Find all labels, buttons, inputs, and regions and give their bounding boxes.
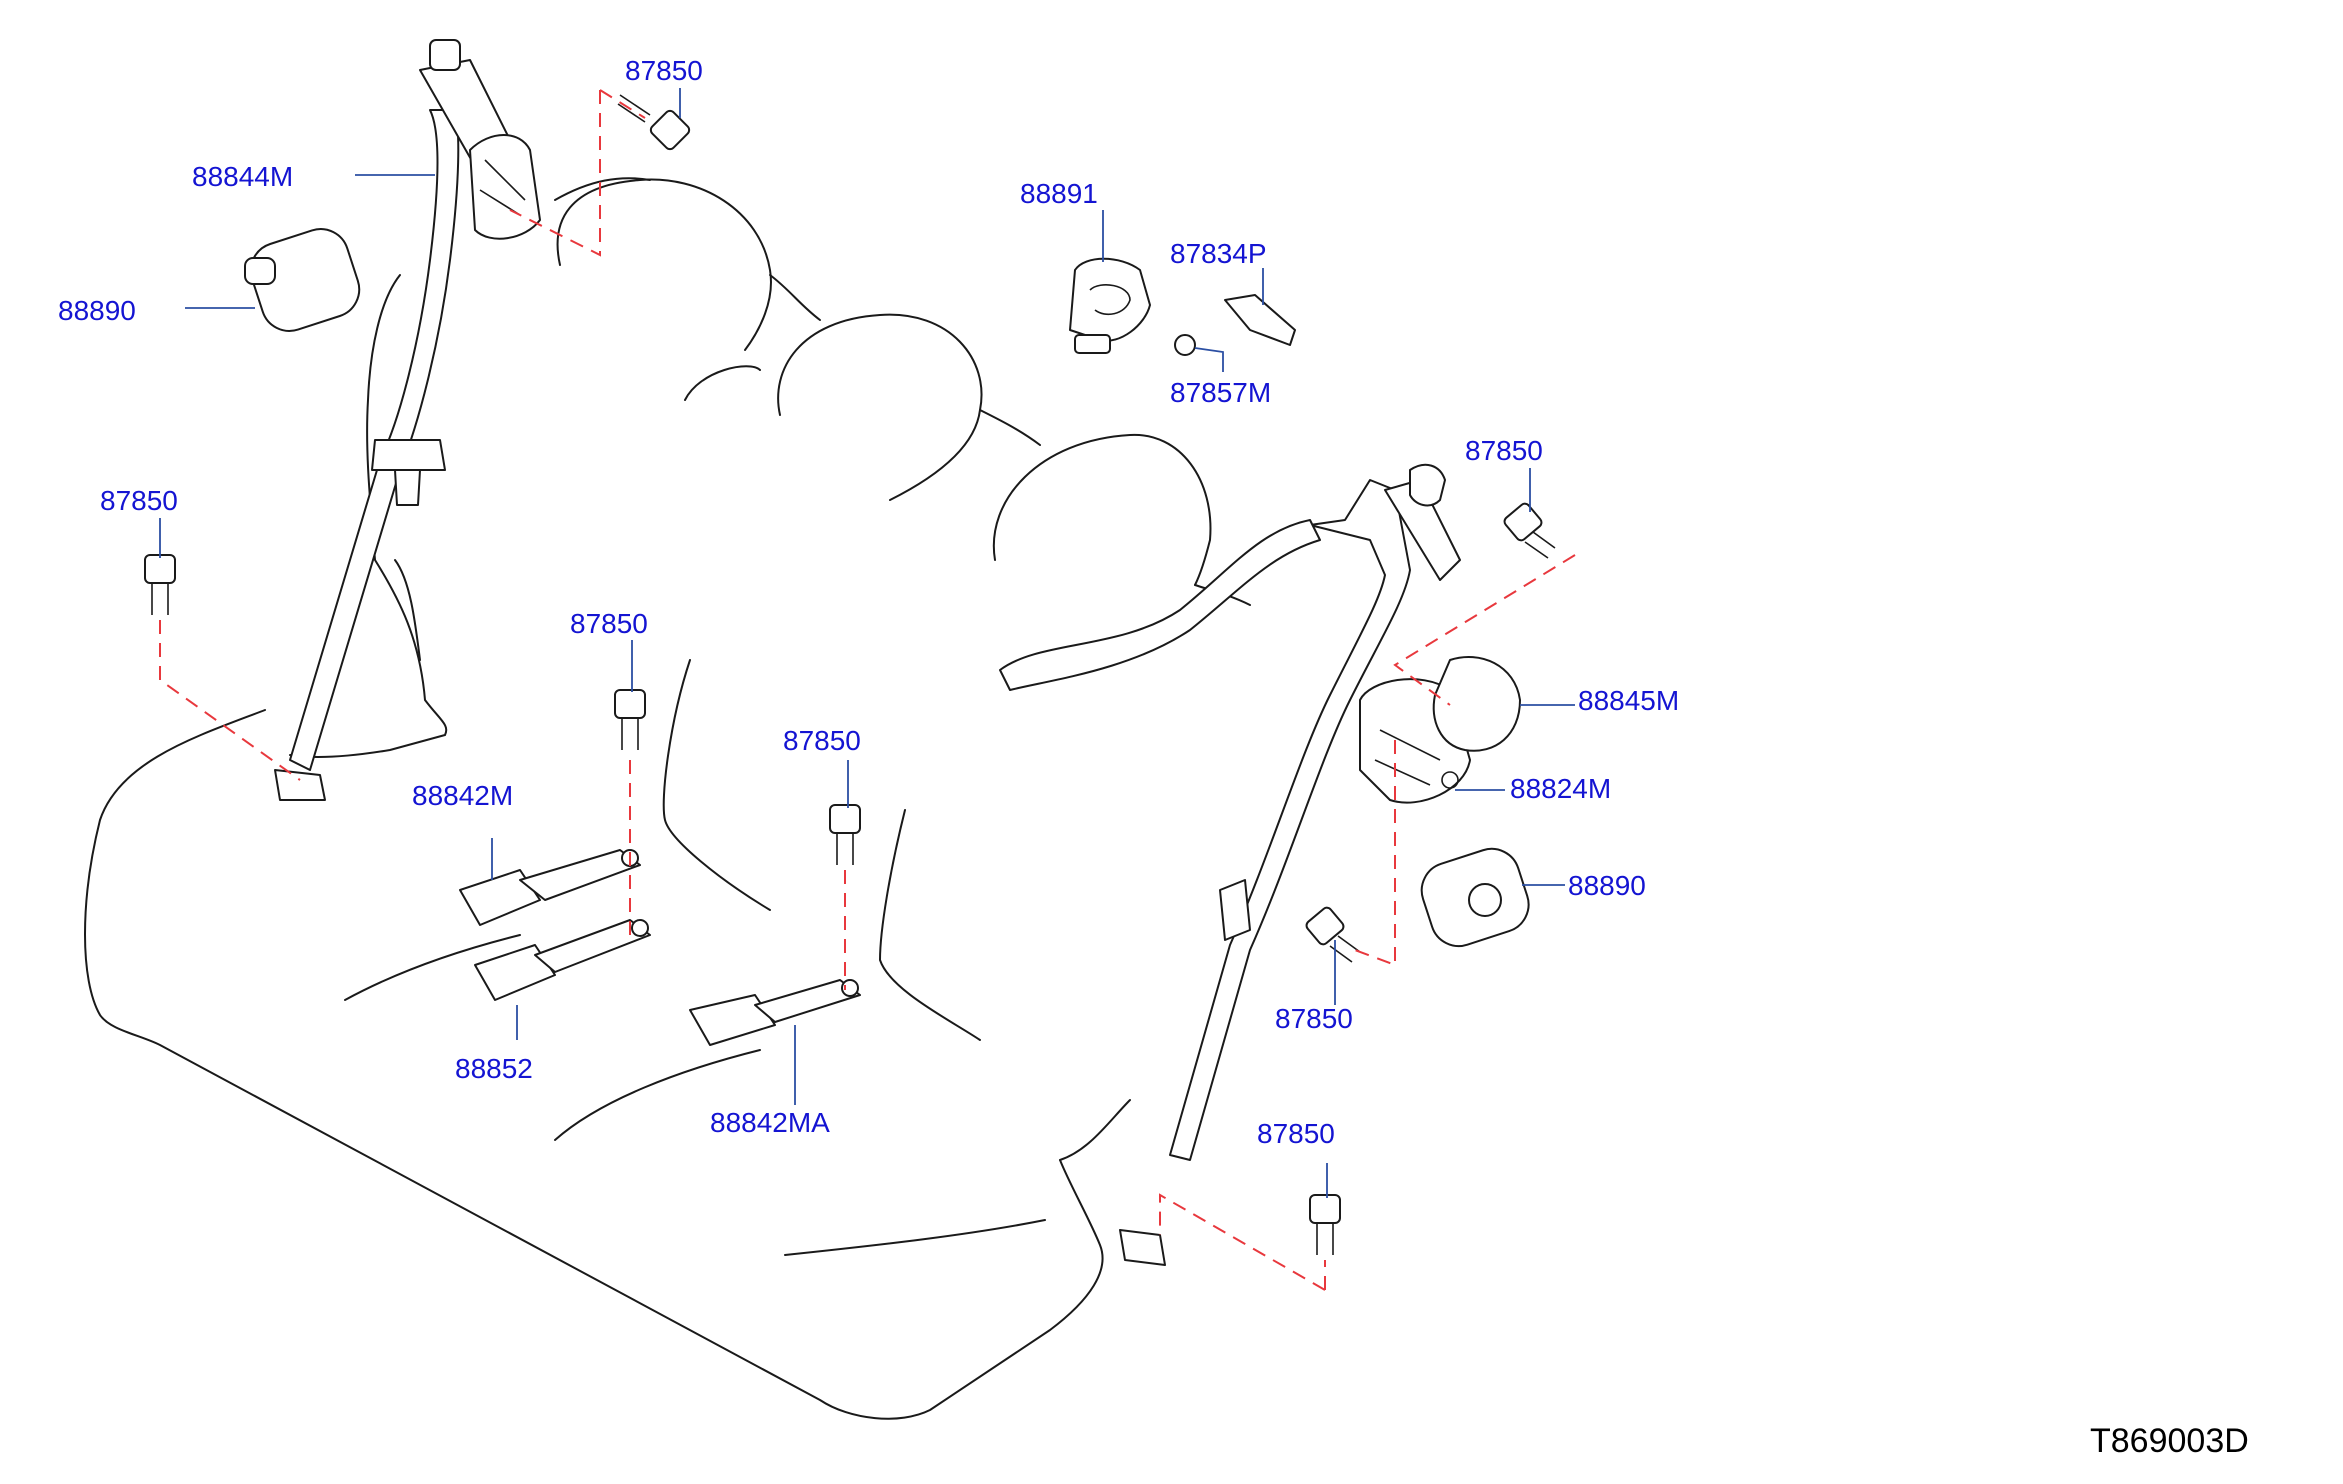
bolt-4-icon — [829, 804, 861, 865]
right-belt-cover — [1420, 847, 1530, 948]
callout-87850: 87850 — [1275, 1003, 1353, 1034]
bolt-3-icon — [614, 689, 646, 750]
leader-lines — [159, 88, 1575, 1198]
center-belt-clip — [1174, 294, 1296, 356]
callout-87850: 87850 — [783, 725, 861, 756]
bolt-2-icon — [144, 554, 176, 615]
bolt-6-icon — [1305, 906, 1361, 963]
diagram-id: T869003D — [2090, 1422, 2249, 1460]
callout-88842M: 88842M — [412, 780, 513, 811]
bolt-7-icon — [1309, 1194, 1341, 1255]
left-belt-cover — [244, 228, 361, 332]
callout-87850: 87850 — [100, 485, 178, 516]
callout-87850: 87850 — [1257, 1118, 1335, 1149]
callout-88890: 88890 — [58, 295, 136, 326]
callout-88844M: 88844M — [192, 161, 293, 192]
buckle-88842MA — [689, 979, 861, 1046]
left-seat-belt-assembly — [274, 39, 541, 801]
callout-87850: 87850 — [625, 55, 703, 86]
callout-88842MA: 88842MA — [710, 1107, 830, 1138]
dashed-guide-lines — [159, 89, 1576, 1291]
bolt-1-icon — [617, 94, 691, 151]
rear-seat-outline — [84, 177, 1251, 1420]
bolt-5-icon — [1503, 502, 1556, 559]
buckle-88852 — [474, 919, 651, 1001]
center-belt-cover — [1069, 257, 1151, 354]
right-seat-belt-assembly — [999, 463, 1521, 1266]
callout-87850: 87850 — [1465, 435, 1543, 466]
buckle-88842M — [459, 849, 641, 926]
callout-88890: 88890 — [1568, 870, 1646, 901]
callout-88891: 88891 — [1020, 178, 1098, 209]
callout-87850: 87850 — [570, 608, 648, 639]
callout-88852: 88852 — [455, 1053, 533, 1084]
callout-88845M: 88845M — [1578, 685, 1679, 716]
callout-88824M: 88824M — [1510, 773, 1611, 804]
callout-87834P: 87834P — [1170, 238, 1267, 269]
callout-87857M: 87857M — [1170, 377, 1271, 408]
callout-labels: 87850 88844M 88890 88891 87834P 87857M 8… — [58, 55, 1679, 1149]
